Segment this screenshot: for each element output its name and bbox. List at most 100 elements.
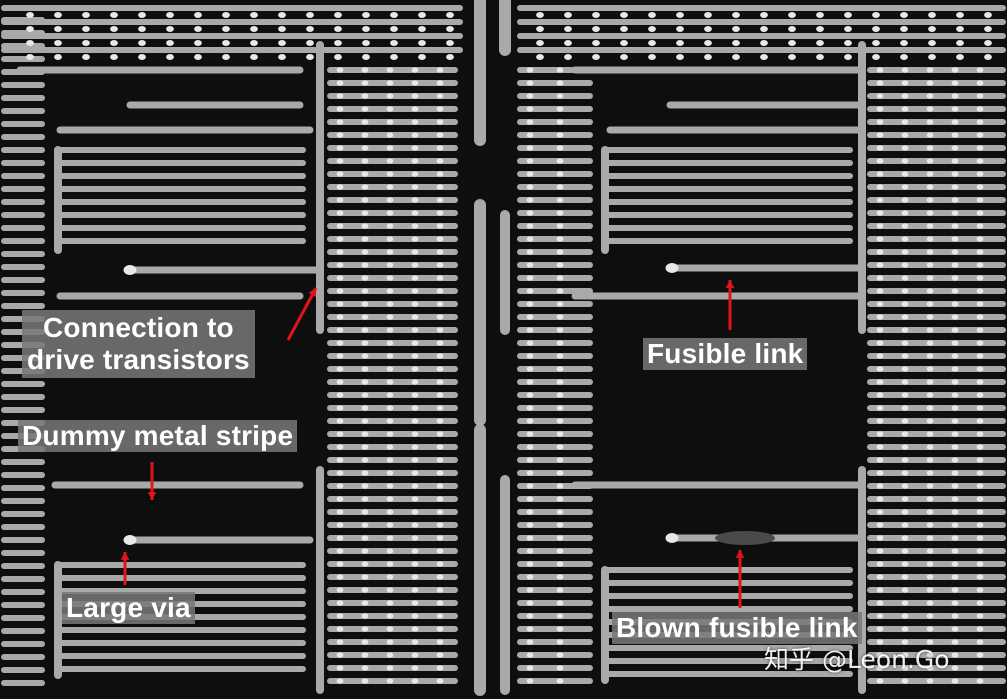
via-dot <box>336 171 344 177</box>
via-dot <box>926 535 934 541</box>
via-dot <box>976 327 984 333</box>
via-dot <box>926 444 934 450</box>
label-fusible-link: Fusible link <box>643 338 808 371</box>
via-dot <box>336 67 344 73</box>
via-dot <box>872 12 880 18</box>
via-dot <box>110 26 118 32</box>
via-dot <box>222 40 230 46</box>
via-dot <box>976 223 984 229</box>
via-dot <box>336 574 344 580</box>
via-dot <box>361 405 369 411</box>
via-dot <box>250 12 258 18</box>
via-dot <box>556 652 564 658</box>
via-dot <box>951 119 959 125</box>
via-dot <box>951 106 959 112</box>
via-dot <box>361 587 369 593</box>
via-dot <box>436 600 444 606</box>
via-dot <box>876 626 884 632</box>
via-dot <box>901 431 909 437</box>
via-dot <box>336 535 344 541</box>
via-dot <box>926 314 934 320</box>
via-dot <box>361 340 369 346</box>
via-dot <box>386 340 394 346</box>
via-dot <box>526 288 534 294</box>
via-dot <box>732 40 740 46</box>
via-dot <box>926 405 934 411</box>
via-dot <box>361 665 369 671</box>
via-dot <box>951 678 959 684</box>
via-dot <box>361 275 369 281</box>
via-dot <box>436 93 444 99</box>
via-dot <box>386 444 394 450</box>
via-dot <box>526 366 534 372</box>
via-dot <box>361 262 369 268</box>
via-dot <box>361 171 369 177</box>
via-dot <box>901 314 909 320</box>
via-dot <box>336 626 344 632</box>
via-dot <box>951 67 959 73</box>
via-dot <box>436 223 444 229</box>
via-dot <box>926 223 934 229</box>
via-dot <box>976 522 984 528</box>
via-dot <box>336 600 344 606</box>
via-dot <box>556 548 564 554</box>
via-dot <box>900 12 908 18</box>
via-dot <box>876 379 884 385</box>
via-dot <box>336 522 344 528</box>
blown-link-region <box>715 531 775 545</box>
via-dot <box>526 67 534 73</box>
via-dot <box>336 587 344 593</box>
via-dot <box>436 548 444 554</box>
via-dot <box>536 54 544 60</box>
via-dot <box>976 353 984 359</box>
via-dot <box>361 327 369 333</box>
via-dot <box>386 119 394 125</box>
via-dot <box>336 223 344 229</box>
via-dot <box>648 54 656 60</box>
via-dot <box>526 301 534 307</box>
via-dot <box>926 678 934 684</box>
via-dot <box>526 444 534 450</box>
via-dot <box>336 249 344 255</box>
via-dot <box>334 40 342 46</box>
via-dot <box>386 184 394 190</box>
via-dot <box>361 184 369 190</box>
via-dot <box>926 366 934 372</box>
via-dot <box>386 639 394 645</box>
via-dot <box>222 54 230 60</box>
via-dot <box>411 418 419 424</box>
via-dot <box>536 40 544 46</box>
via-dot <box>386 418 394 424</box>
via-dot <box>876 496 884 502</box>
via-dot <box>876 418 884 424</box>
via-dot <box>526 418 534 424</box>
via-dot <box>556 600 564 606</box>
via-dot <box>556 392 564 398</box>
via-dot <box>816 26 824 32</box>
via-dot <box>526 496 534 502</box>
via-dot <box>592 54 600 60</box>
via-dot <box>411 340 419 346</box>
via-dot <box>951 158 959 164</box>
via-dot <box>526 639 534 645</box>
via-dot <box>361 457 369 463</box>
via-dot <box>876 119 884 125</box>
via-dot <box>526 626 534 632</box>
via-dot <box>436 496 444 502</box>
via-dot <box>436 483 444 489</box>
via-dot <box>876 314 884 320</box>
via-dot <box>436 67 444 73</box>
via-dot <box>386 405 394 411</box>
via-dot <box>928 26 936 32</box>
via-dot <box>386 80 394 86</box>
via-dot <box>361 67 369 73</box>
via-dot <box>390 54 398 60</box>
via-dot <box>526 314 534 320</box>
via-dot <box>386 223 394 229</box>
via-dot <box>411 600 419 606</box>
via-dot <box>361 548 369 554</box>
via-dot <box>876 548 884 554</box>
via-dot <box>926 184 934 190</box>
via-dot <box>556 301 564 307</box>
via-dot <box>926 626 934 632</box>
